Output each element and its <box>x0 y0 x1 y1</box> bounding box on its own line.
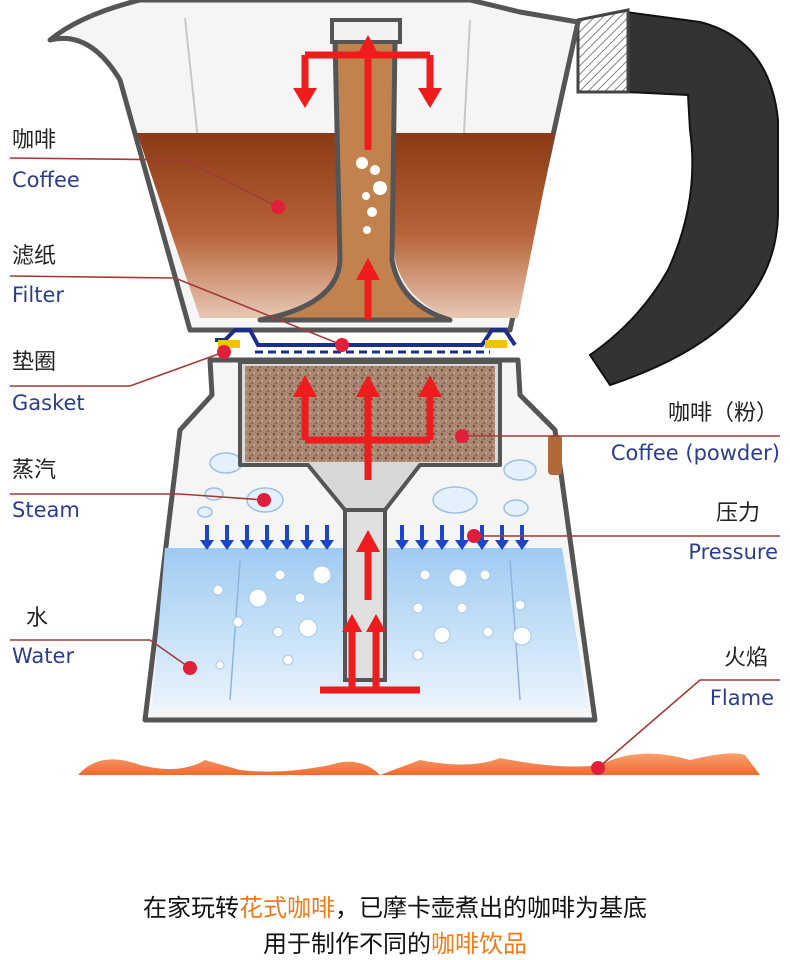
label-steam-zh: 蒸汽 <box>12 458 57 483</box>
column-bubbles <box>356 157 387 234</box>
label-water-en: Water <box>12 644 75 668</box>
caption-line-2: 用于制作不同的咖啡饮品 <box>0 932 790 956</box>
label-pressure-zh: 压力 <box>715 501 760 526</box>
filter-plate <box>215 328 517 347</box>
handle-joint <box>576 8 630 94</box>
valve <box>548 435 562 475</box>
label-filter-zh: 滤纸 <box>12 244 57 269</box>
label-gasket-en: Gasket <box>12 391 85 415</box>
flow-arrows <box>301 51 434 694</box>
central-column <box>257 37 453 323</box>
water-bubbles <box>212 565 532 670</box>
flame <box>78 753 760 775</box>
label-pressure-en: Pressure <box>688 540 778 564</box>
leader-lines <box>9 157 780 769</box>
label-coffee-powder-zh: 咖啡（粉） <box>667 401 778 426</box>
label-water-zh: 水 <box>26 606 49 631</box>
pressure-arrows <box>200 525 529 550</box>
caption-1c: ，已摩卡壶煮出的咖啡为基底 <box>335 894 647 922</box>
label-gasket-zh: 垫圈 <box>12 350 57 375</box>
gasket-ring-left <box>218 340 240 348</box>
moka-pot-diagram <box>9 0 780 775</box>
steam-clouds <box>197 452 537 518</box>
leader-dots <box>183 200 605 775</box>
label-coffee-en: Coffee <box>12 168 80 192</box>
label-steam-en: Steam <box>12 498 80 522</box>
caption-line-1: 在家玩转花式咖啡，已摩卡壶煮出的咖啡为基底 <box>0 896 790 920</box>
label-flame-en: Flame <box>709 686 774 710</box>
label-filter-en: Filter <box>12 283 65 307</box>
flow-arrowheads <box>293 35 442 632</box>
gasket-ring-right <box>485 340 507 348</box>
label-coffee-powder-en: Coffee (powder) <box>610 441 780 465</box>
caption-1-highlight: 花式咖啡 <box>239 894 335 922</box>
caption-2a: 用于制作不同的 <box>263 930 431 958</box>
caption-1a: 在家玩转 <box>143 894 239 922</box>
handle <box>588 10 779 387</box>
label-coffee-zh: 咖啡 <box>12 128 57 153</box>
caption-2-highlight: 咖啡饮品 <box>431 930 527 958</box>
label-flame-zh: 火焰 <box>723 646 768 671</box>
